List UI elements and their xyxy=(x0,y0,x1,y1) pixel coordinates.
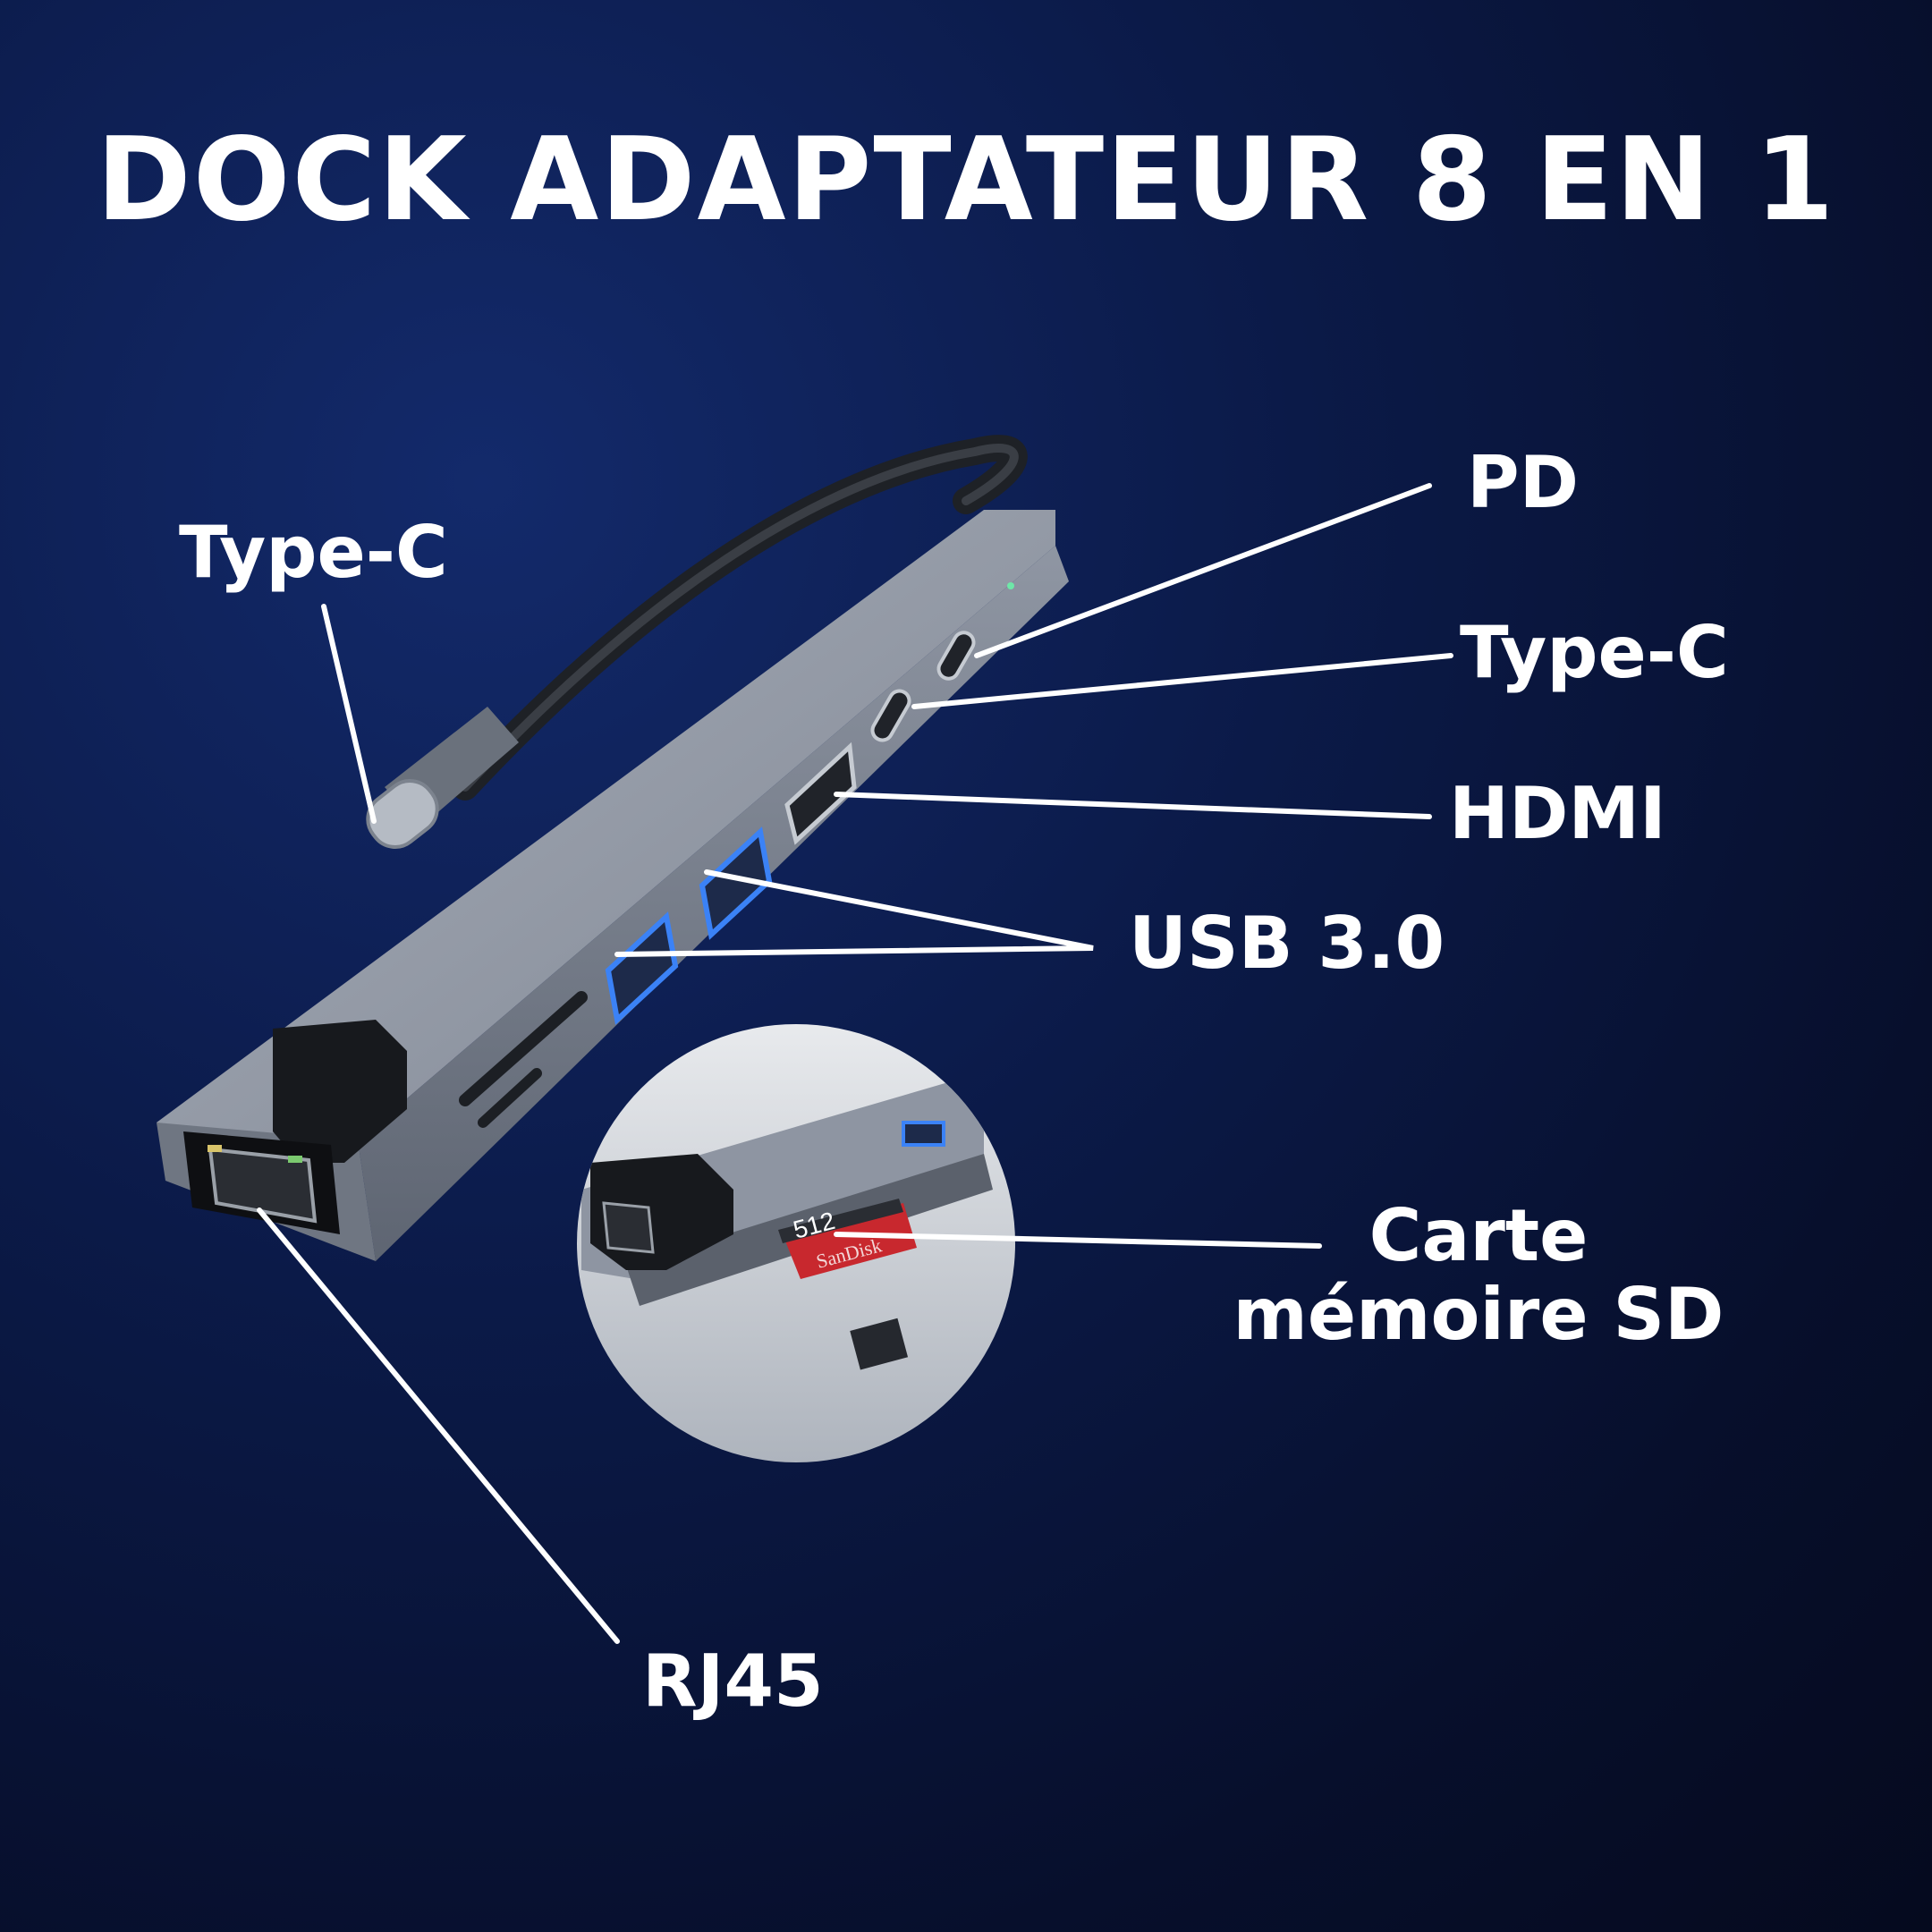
label-sd-card-line2: mémoire SD xyxy=(1233,1273,1724,1356)
micro-sd-card-icon xyxy=(850,1318,909,1370)
label-pd: PD xyxy=(1467,441,1580,524)
label-type-c-port: Type-C xyxy=(1460,611,1729,694)
sd-card-icon: 512 SanDisk xyxy=(778,1199,917,1279)
sd-card-slots xyxy=(459,991,588,1128)
hdmi-port-icon xyxy=(784,741,857,845)
usb-c-cable xyxy=(366,435,1028,849)
label-sd-card-line1: Carte xyxy=(1368,1194,1589,1277)
usb-c-connector-icon xyxy=(366,707,519,849)
label-hdmi: HDMI xyxy=(1449,772,1666,855)
callout-line-type-c-port xyxy=(911,653,1453,709)
callout-lines xyxy=(257,483,1453,1644)
usb-port-icon xyxy=(605,826,773,1025)
callout-line-type-c-cable xyxy=(321,604,377,824)
callout-line-sd xyxy=(834,1232,1322,1249)
rj45-port-icon xyxy=(183,1131,340,1234)
callout-line-pd xyxy=(974,483,1432,658)
usb-c-ports xyxy=(870,582,1014,742)
label-usb: USB 3.0 xyxy=(1129,902,1445,985)
page-title: DOCK ADAPTATEUR 8 EN 1 xyxy=(96,114,1836,247)
label-rj45: RJ45 xyxy=(642,1640,824,1723)
callout-line-rj45 xyxy=(257,1208,620,1644)
label-type-c-cable: Type-C xyxy=(179,511,448,594)
callout-line-hdmi xyxy=(834,792,1432,819)
sd-card-inset: 512 SanDisk xyxy=(577,1024,1015,1462)
label-sd-card: Carte mémoire SD xyxy=(1224,1197,1733,1354)
callout-line-usb xyxy=(614,869,1094,957)
